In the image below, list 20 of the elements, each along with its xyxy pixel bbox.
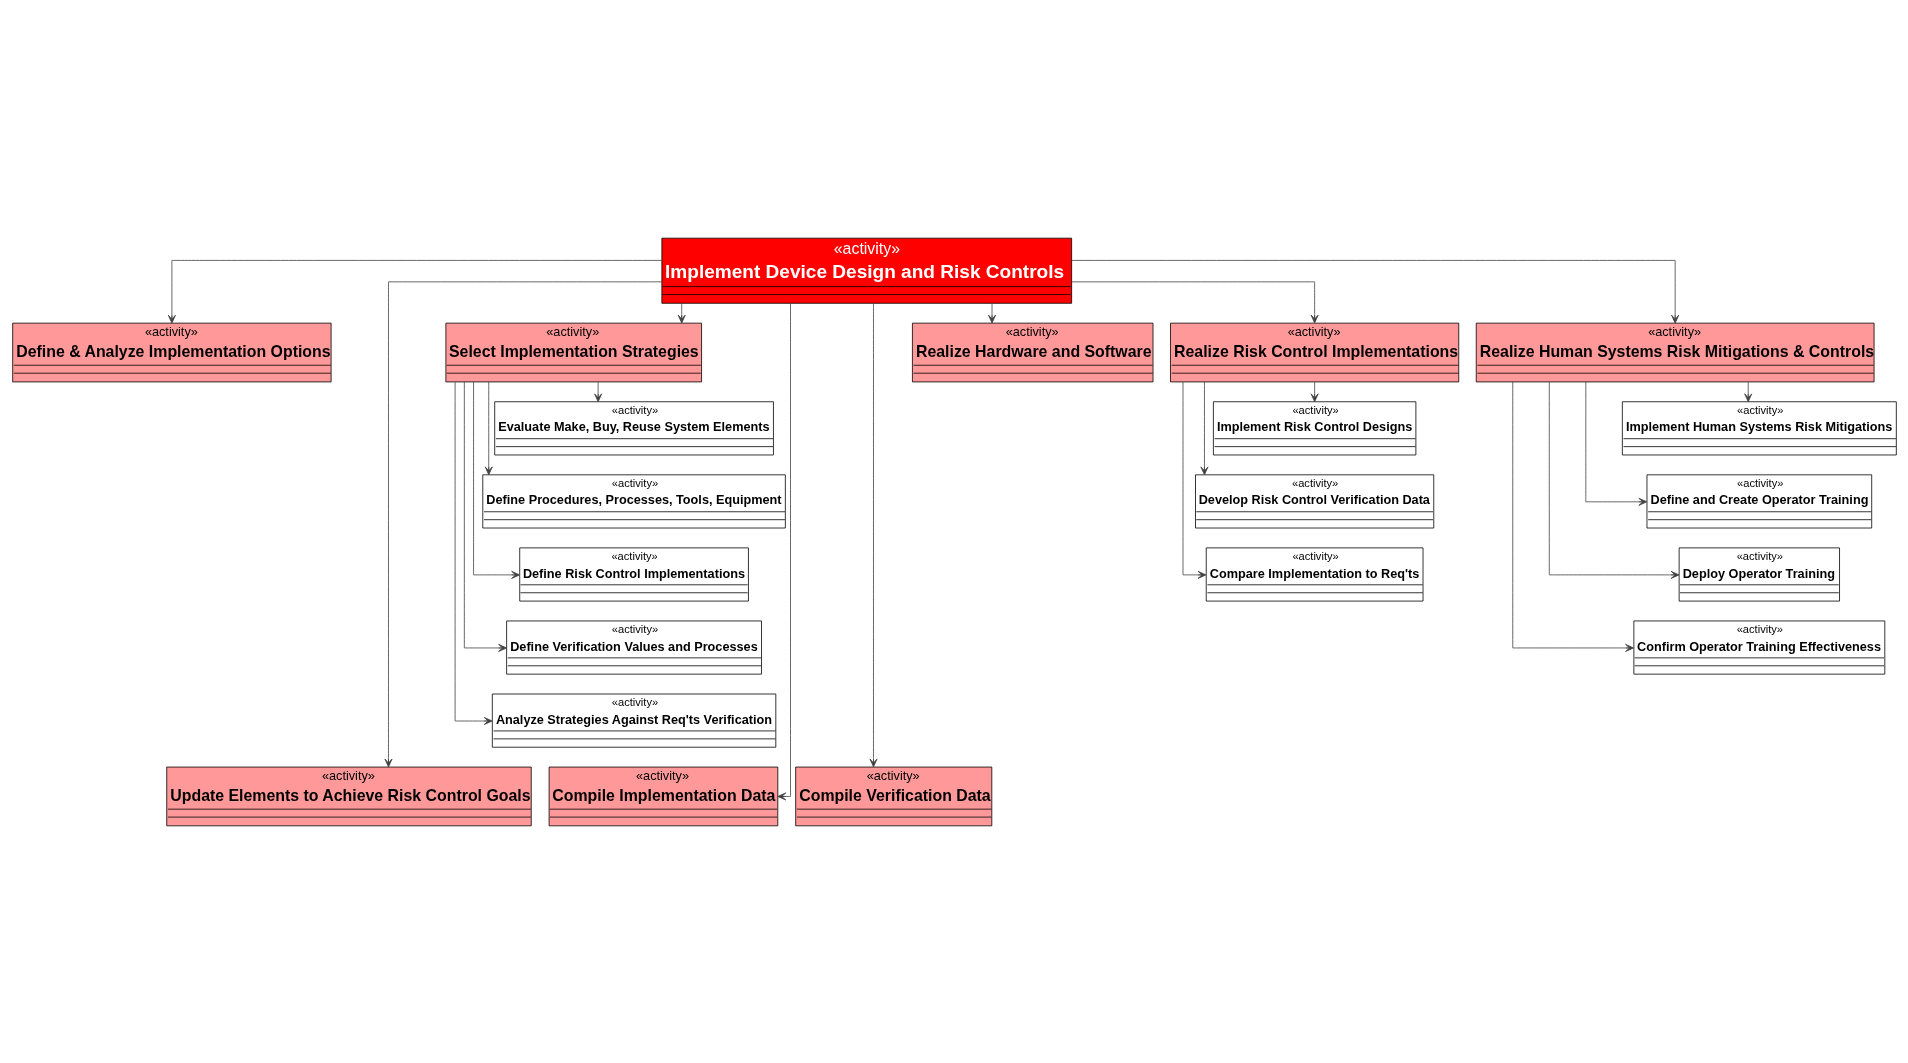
arrow	[593, 381, 602, 402]
arrow	[869, 302, 877, 767]
arrow	[167, 259, 662, 324]
arrow	[776, 302, 791, 800]
arrow	[454, 381, 493, 725]
arrow	[1310, 381, 1319, 402]
arrow	[987, 302, 996, 323]
arrow	[1199, 381, 1208, 475]
arrow	[1070, 259, 1679, 324]
arrow	[1548, 381, 1679, 579]
arrow	[472, 381, 520, 579]
arrow	[484, 381, 493, 475]
arrow	[1182, 381, 1206, 579]
arrow	[1070, 280, 1319, 323]
arrow	[1743, 381, 1752, 402]
arrow	[1584, 381, 1647, 506]
arrow	[384, 280, 662, 767]
arrow	[677, 302, 686, 323]
arrow	[463, 381, 507, 652]
arrow	[1511, 381, 1634, 652]
